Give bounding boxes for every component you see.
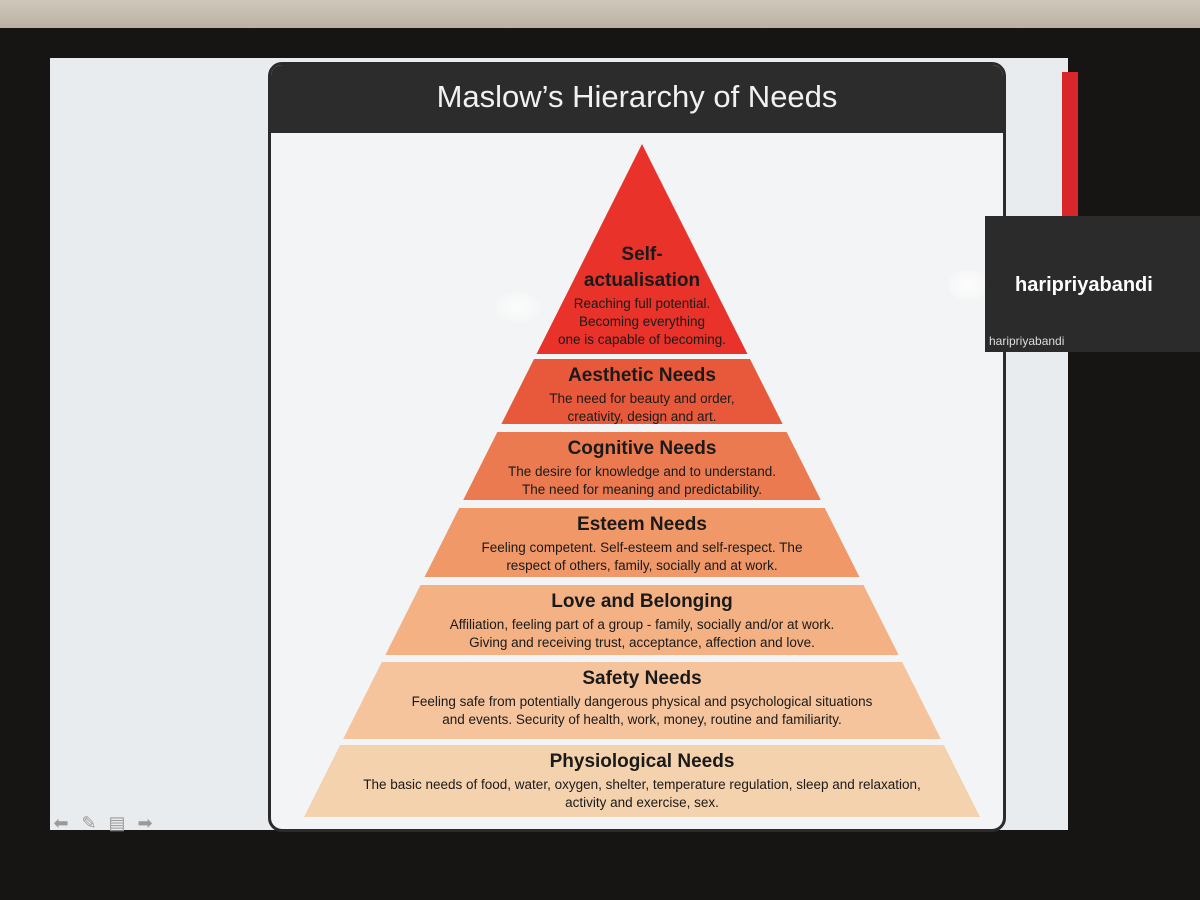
menu-icon[interactable]: ▤ xyxy=(108,812,126,833)
pyramid-band xyxy=(536,144,748,354)
level-description: The basic needs of food, water, oxygen, … xyxy=(363,777,921,792)
level-description: The desire for knowledge and to understa… xyxy=(508,464,776,479)
level-title: Esteem Needs xyxy=(577,514,707,535)
level-title: Love and Belonging xyxy=(551,591,733,612)
screen-glare xyxy=(495,292,541,322)
screen-glare xyxy=(948,270,988,300)
pyramid-band xyxy=(424,508,860,577)
level-description: Becoming everything xyxy=(579,314,705,329)
level-description: Affiliation, feeling part of a group - f… xyxy=(450,617,834,632)
pyramid-band xyxy=(343,662,941,739)
level-description: one is capable of becoming. xyxy=(558,332,726,347)
arrow-right-icon[interactable]: ➡ xyxy=(137,812,153,833)
level-title: Aesthetic Needs xyxy=(568,365,716,386)
level-description: Feeling competent. Self-esteem and self-… xyxy=(482,540,803,555)
level-title: Self- xyxy=(621,244,662,265)
participant-video-tile[interactable]: haripriyabandi haripriyabandi xyxy=(985,216,1200,352)
pyramid-band xyxy=(501,359,783,424)
level-title: Cognitive Needs xyxy=(568,438,717,459)
level-description: respect of others, family, socially and … xyxy=(506,558,777,573)
level-title: actualisation xyxy=(584,270,700,291)
level-description: Giving and receiving trust, acceptance, … xyxy=(469,635,815,650)
level-description: Feeling safe from potentially dangerous … xyxy=(412,694,873,709)
pyramid-band xyxy=(385,585,899,655)
wall-background xyxy=(0,0,1200,30)
pen-icon[interactable]: ✎ xyxy=(81,812,97,833)
pyramid-band xyxy=(463,432,821,500)
level-description: activity and exercise, sex. xyxy=(565,795,719,810)
slide-header: Maslow’s Hierarchy of Needs xyxy=(271,65,1003,133)
level-description: The need for meaning and predictability. xyxy=(522,482,762,497)
participant-name: haripriyabandi xyxy=(1015,274,1153,296)
level-title: Physiological Needs xyxy=(550,751,735,772)
level-description: and events. Security of health, work, mo… xyxy=(442,712,841,727)
level-description: creativity, design and art. xyxy=(567,409,716,424)
pyramid-band xyxy=(304,745,980,817)
level-title: Safety Needs xyxy=(582,668,701,689)
slide-toolbar: ⬅ ✎ ▤ ➡ xyxy=(50,812,156,840)
level-description: The need for beauty and order, xyxy=(549,391,734,406)
participant-label: haripriyabandi xyxy=(989,334,1065,348)
accent-strip xyxy=(1062,72,1078,220)
level-description: Reaching full potential. xyxy=(574,296,711,311)
slide-title: Maslow’s Hierarchy of Needs xyxy=(436,79,838,114)
arrow-left-icon[interactable]: ⬅ xyxy=(53,812,69,833)
